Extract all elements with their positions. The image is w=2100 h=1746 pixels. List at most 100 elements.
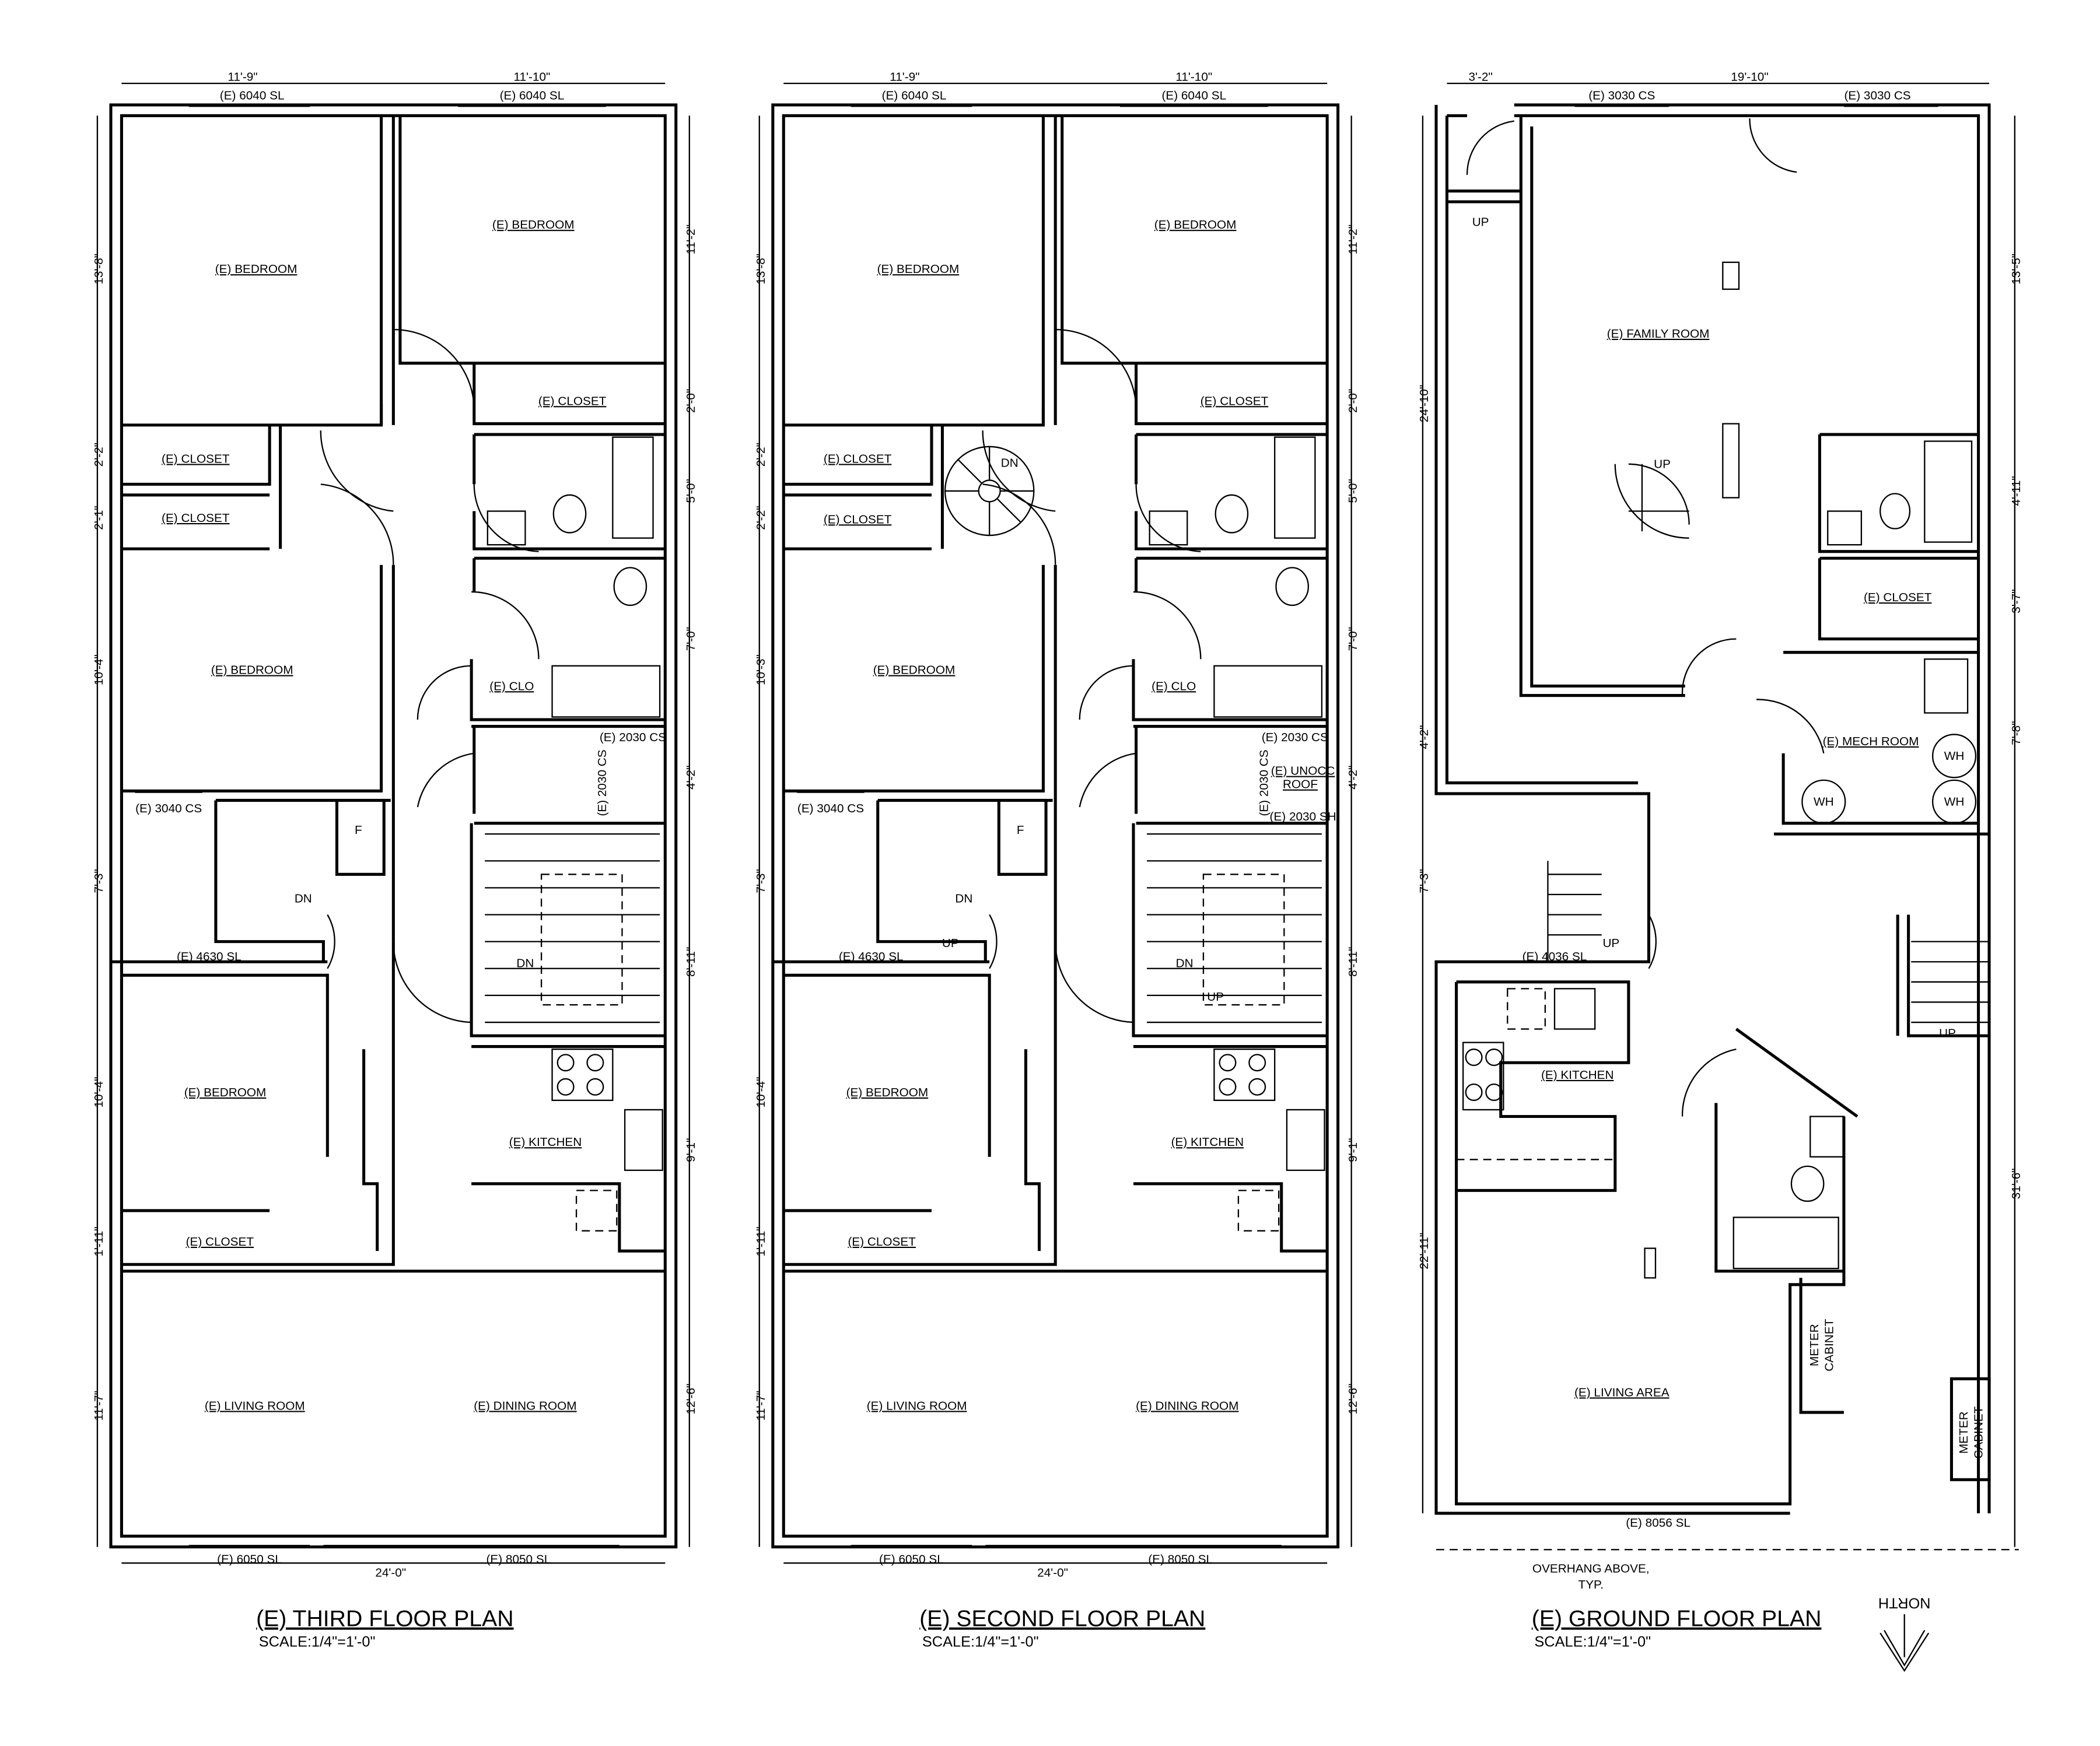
dim-right: 2'-0" — [684, 389, 698, 413]
room-label: (E) LIVING AREA — [1574, 1386, 1670, 1399]
dim-right: 11'-2" — [1346, 225, 1360, 254]
dim-left: 10'-4" — [754, 1077, 768, 1108]
dim-right: 31'-6" — [2010, 1168, 2023, 1199]
stair-up-label: UP — [1207, 990, 1224, 1004]
plan-scale: SCALE:1/4"=1'-0" — [259, 1633, 376, 1650]
water-heater-label: WH — [1944, 749, 1965, 763]
window-label: (E) 6040 SL — [882, 89, 947, 103]
dim-left: 4'-2" — [1418, 725, 1431, 749]
dim-left: 7'-3" — [92, 869, 106, 893]
room-label: (E) DINING ROOM — [474, 1399, 576, 1412]
room-label: (E) BEDROOM — [877, 262, 960, 276]
stair-up-label: UP — [1472, 216, 1489, 229]
window-label: (E) 3040 CS — [797, 802, 864, 815]
room-label: (E) MECH ROOM — [1823, 735, 1919, 748]
room-label: (E) CLOSET — [824, 513, 892, 526]
room-label: (E) CLO — [1152, 679, 1196, 693]
window-label: (E) 4630 SL — [177, 950, 242, 963]
window-label: (E) 3030 CS — [1844, 89, 1910, 103]
north-arrow: NORTH — [1878, 1594, 1931, 1672]
overhang-note: OVERHANG ABOVE, — [1532, 1562, 1650, 1575]
room-label: (E) DINING ROOM — [1136, 1399, 1238, 1412]
meter-cabinet-label: METER — [1957, 1411, 1971, 1454]
room-label: (E) LIVING ROOM — [205, 1399, 305, 1412]
north-arrow-icon — [1880, 1614, 1930, 1672]
room-label: (E) BEDROOM — [184, 1086, 267, 1099]
window-label: (E) 3040 CS — [135, 802, 202, 815]
room-label: (E) CLO — [489, 679, 534, 693]
dim-right: 11'-2" — [684, 225, 698, 254]
dim-left: 1'-11" — [92, 1226, 106, 1256]
dim-top: 11'-10" — [514, 70, 551, 83]
room-label: (E) FAMILY ROOM — [1607, 327, 1710, 341]
stair-up-label: UP — [1602, 937, 1619, 950]
window-label: (E) 4630 SL — [839, 950, 904, 963]
north-label: NORTH — [1878, 1594, 1931, 1611]
window-label: (E) 2030 CS — [1262, 731, 1328, 744]
window-label: (E) 2030 CS — [596, 749, 609, 816]
dim-top: 3'-2" — [1468, 70, 1492, 83]
dim-right: 9'-1" — [1346, 1138, 1360, 1162]
dim-bottom: 24'-0" — [375, 1566, 406, 1579]
second-floor-spiral-stair — [944, 446, 1035, 537]
plan-scale: SCALE:1/4"=1'-0" — [1534, 1633, 1651, 1650]
room-label: (E) KITCHEN — [1541, 1068, 1614, 1082]
window-label: (E) 6050 SL — [879, 1552, 944, 1566]
dim-right: 8'-11" — [1346, 947, 1360, 977]
window-label: (E) 6040 SL — [500, 89, 565, 103]
third-floor-labels: 11'-9" 11'-10" (E) 6040 SL (E) 6040 SL (… — [92, 70, 698, 1650]
dim-left: 2'-2" — [92, 443, 106, 467]
dim-top: 11'-10" — [1175, 70, 1212, 83]
roof-label: ROOF — [1283, 778, 1318, 791]
dim-right: 13'-5" — [2010, 254, 2023, 285]
dim-right: 4'-11" — [2010, 476, 2023, 506]
dim-top: 11'-9" — [890, 70, 919, 83]
dim-bottom: 24'-0" — [1037, 1566, 1068, 1579]
stair-dn-label: DN — [1176, 956, 1194, 970]
dim-top: 19'-10" — [1731, 70, 1768, 83]
dim-right: 7'-0" — [684, 627, 698, 651]
room-label: (E) KITCHEN — [509, 1135, 582, 1149]
fridge-label: F — [355, 823, 362, 837]
dim-right: 12'-6" — [684, 1383, 698, 1414]
room-label: (E) CLOSET — [1200, 394, 1269, 408]
room-label: (E) BEDROOM — [492, 218, 575, 232]
dim-right: 4'-2" — [684, 766, 698, 790]
dim-left: 13'-8" — [754, 254, 768, 285]
dim-left: 7'-3" — [754, 869, 768, 893]
window-label: (E) 8050 SL — [1148, 1552, 1213, 1566]
room-label: (E) LIVING ROOM — [867, 1399, 967, 1412]
window-label: (E) 8056 SL — [1626, 1516, 1690, 1530]
dim-left: 11'-7" — [92, 1391, 106, 1421]
roof-label: (E) UNOCC — [1271, 765, 1335, 778]
ground-floor-labels: 3'-2" 19'-10" (E) 3030 CS (E) 3030 CS (E… — [1418, 70, 2023, 1650]
dim-right: 7'-0" — [1346, 627, 1360, 651]
dim-right: 5'-0" — [684, 479, 698, 503]
stair-dn-label: DN — [295, 892, 312, 906]
spiral-dn-label: DN — [1001, 456, 1019, 469]
dim-left: 10'-3" — [754, 654, 768, 685]
plan-title: (E) THIRD FLOOR PLAN — [256, 1607, 513, 1632]
water-heater-label: WH — [1814, 795, 1834, 809]
plan-title: (E) GROUND FLOOR PLAN — [1532, 1607, 1822, 1632]
stair-up-label: UP — [1939, 1026, 1956, 1040]
window-label: (E) 6050 SL — [217, 1552, 282, 1566]
dim-left: 2'-1" — [92, 506, 106, 530]
dim-right: 9'-1" — [684, 1138, 698, 1162]
window-label: (E) 6040 SL — [220, 89, 285, 103]
room-label: (E) KITCHEN — [1171, 1135, 1244, 1149]
room-label: (E) BEDROOM — [215, 262, 298, 276]
stair-up-label: UP — [942, 937, 959, 950]
window-label: (E) 6040 SL — [1161, 89, 1226, 103]
window-label: (E) 2030 SH — [1270, 810, 1336, 823]
window-label: (E) 2030 CS — [600, 731, 666, 744]
meter-cabinet-label: CABINET — [1822, 1319, 1836, 1371]
dim-left: 10'-4" — [92, 1077, 106, 1108]
dim-left: 10'-4" — [92, 654, 106, 685]
meter-cabinet-label: CABINET — [1972, 1406, 1985, 1458]
stair-dn-label: DN — [516, 956, 534, 970]
dim-left: 2'-2" — [754, 443, 768, 467]
room-label: (E) BEDROOM — [873, 664, 956, 677]
room-label: (E) CLOSET — [186, 1235, 254, 1249]
dim-left: 22'-11" — [1418, 1233, 1431, 1270]
